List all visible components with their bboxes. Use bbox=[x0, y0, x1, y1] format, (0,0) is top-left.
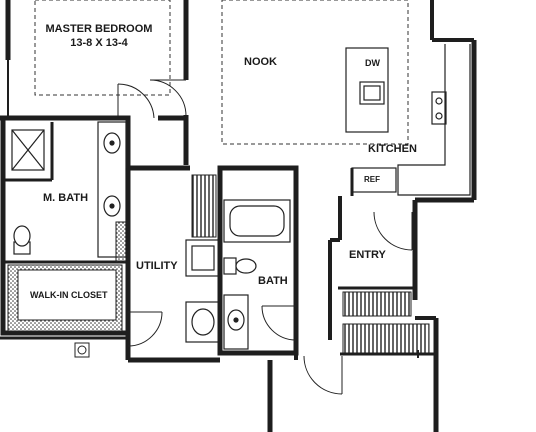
bed-outline bbox=[34, 0, 171, 96]
entry-closet-walls bbox=[338, 286, 439, 432]
walk-in-closet-floor bbox=[17, 269, 117, 321]
shower bbox=[11, 129, 45, 171]
entry-label: ENTRY bbox=[349, 249, 386, 261]
refrigerator-label: REF bbox=[364, 175, 380, 184]
master-bedroom-name: MASTER BEDROOM bbox=[45, 23, 153, 35]
entry-closet-shelf-top bbox=[342, 291, 412, 317]
entry-door bbox=[373, 211, 413, 251]
closet-dotted-strip bbox=[115, 221, 127, 263]
bath-walls bbox=[217, 165, 299, 356]
nook-outline bbox=[221, 0, 409, 145]
toilet bbox=[13, 225, 31, 255]
master-bedroom-size: 13-8 X 13-4 bbox=[70, 37, 128, 49]
kitchen-label: KITCHEN bbox=[368, 143, 417, 155]
entry-walls bbox=[328, 196, 342, 340]
walk-in-closet-label: WALK-IN CLOSET bbox=[30, 290, 108, 300]
utility-walls bbox=[125, 165, 220, 363]
kitchen-walls bbox=[412, 0, 477, 300]
lower-door bbox=[303, 355, 343, 395]
dishwasher-label: DW bbox=[365, 58, 380, 68]
utility-door bbox=[127, 311, 163, 347]
nook-label: NOOK bbox=[244, 56, 277, 68]
bedroom-door bbox=[149, 79, 187, 117]
utility-label: UTILITY bbox=[136, 260, 178, 272]
washer-dryer bbox=[185, 239, 221, 343]
bath-sink bbox=[223, 294, 249, 350]
kitchen-counter bbox=[397, 44, 471, 196]
bath-door bbox=[261, 305, 297, 341]
master-bedroom-label: MASTER BEDROOM 13-8 X 13-4 bbox=[40, 23, 158, 49]
utility-shelving bbox=[191, 174, 217, 238]
bath-label: BATH bbox=[258, 275, 288, 287]
bedroom-closet-door bbox=[117, 83, 155, 119]
entry-closet-shelf-bottom bbox=[342, 323, 430, 355]
bath-toilet bbox=[223, 257, 257, 275]
floor-fixture bbox=[74, 342, 90, 358]
kitchen-island bbox=[345, 47, 389, 133]
master-bath-label: M. BATH bbox=[43, 192, 89, 204]
bathtub bbox=[223, 199, 291, 243]
lower-walls bbox=[267, 348, 436, 432]
